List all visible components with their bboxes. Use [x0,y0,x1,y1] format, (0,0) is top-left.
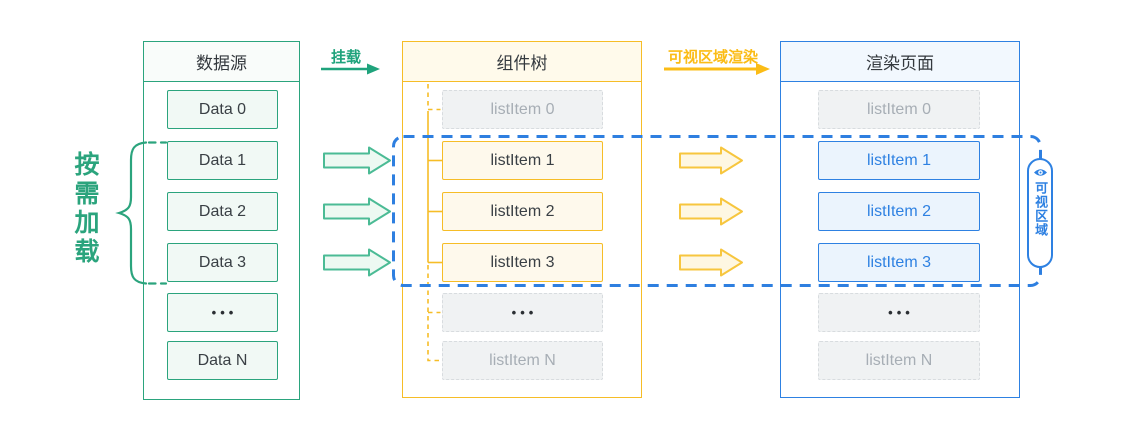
on-demand-label: 按需加载 [71,151,99,267]
tree-item-1: listItem 1 [442,141,603,180]
datasource-column-title: 数据源 [144,42,299,82]
tree-item-3: listItem 3 [442,243,603,282]
mount-arrow-label: 挂载 [330,49,361,66]
page-item-1: listItem 1 [818,141,980,180]
page-item-3: listItem 3 [818,243,980,282]
tree-item-n: listItem N [442,341,603,380]
data-item-ellipsis: ••• [167,293,278,332]
tree-item-0: listItem 0 [442,90,603,129]
data-item-0: Data 0 [167,90,278,129]
load-arrows [323,146,391,277]
page-item-n: listItem N [818,341,980,380]
component-tree-column-title: 组件树 [403,42,641,82]
data-item-3: Data 3 [167,243,278,282]
data-item-n: Data N [167,341,278,380]
page-item-0: listItem 0 [818,90,980,129]
data-item-2: Data 2 [167,192,278,231]
viewport-render-arrow-label: 可视区域渲染 [667,49,758,66]
render-arrows [679,146,743,277]
viewport-badge: 可视区域 [1027,158,1053,268]
page-item-2: listItem 2 [818,192,980,231]
page-item-ellipsis: ••• [818,293,980,332]
viewport-badge-label: 可视区域 [1033,181,1049,237]
data-item-1: Data 1 [167,141,278,180]
tree-item-ellipsis: ••• [442,293,603,332]
tree-item-2: listItem 2 [442,192,603,231]
eye-icon [1033,169,1047,176]
render-page-column-title: 渲染页面 [781,42,1019,82]
